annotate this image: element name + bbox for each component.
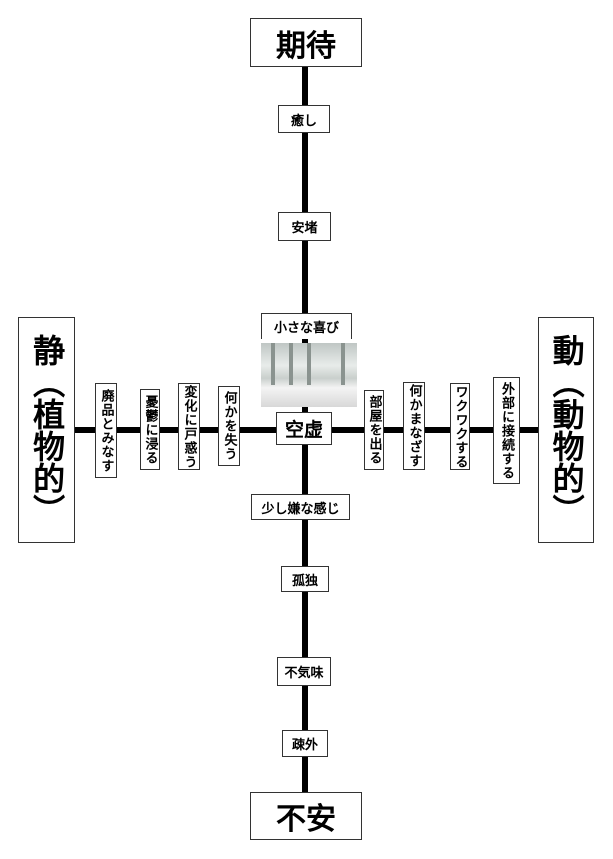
center-label: 空虚 [276,412,332,445]
label-heya: 部屋を出る [364,390,384,470]
label-ando: 安堵 [278,212,331,241]
label-chiisana-yorokobi: 小さな喜び [261,313,352,339]
atrium-photo [261,343,357,407]
label-bukimi: 不気味 [277,657,331,686]
label-sukoshi-iya: 少し嫌な感じ [251,494,350,520]
label-ushinau: 何かを失う [218,386,240,466]
label-sogai: 疎外 [282,730,328,757]
label-kodoku: 孤独 [281,566,329,592]
label-iyashi: 癒し [278,105,330,133]
label-gaibu: 外部に接続する [493,377,520,484]
label-wakuwaku: ワクワクする [450,383,470,470]
left-pole-label: 静（植物的） [18,317,75,543]
label-manazasu: 何かまなざす [403,382,425,470]
label-yuutsu: 憂鬱に浸る [140,389,160,470]
label-haihin: 廃品とみなす [95,383,117,478]
bottom-pole-label: 不安 [250,792,362,840]
right-pole-label: 動（動物的） [538,317,594,543]
label-henka: 変化に戸惑う [178,383,200,470]
top-pole-label: 期待 [250,18,362,67]
